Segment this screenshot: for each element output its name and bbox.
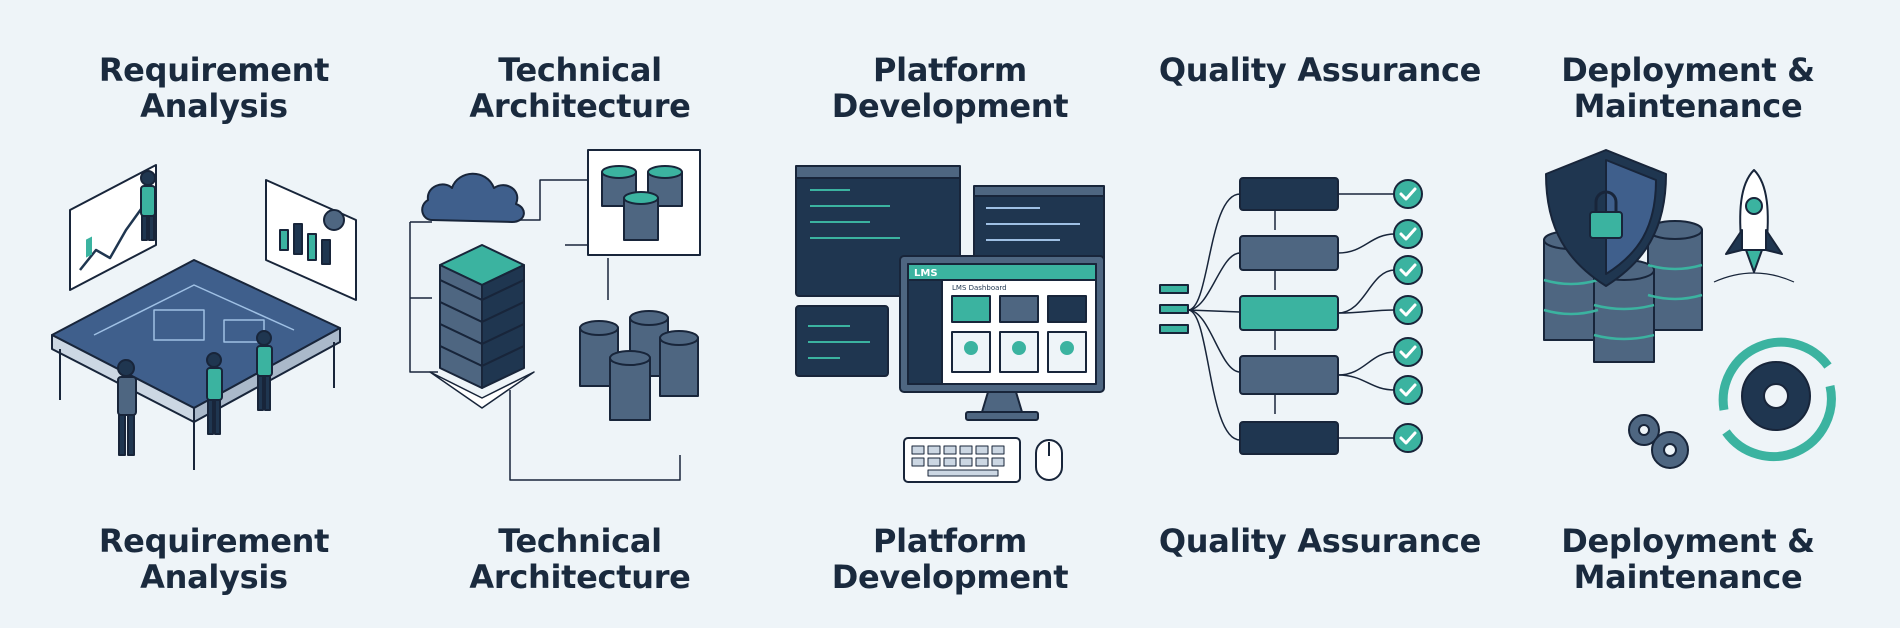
caption-requirement-analysis: Requirement Analysis bbox=[98, 522, 330, 596]
platform-development-illustration: LMS LMS Dashboard bbox=[795, 165, 1105, 483]
requirement-analysis-illustration bbox=[51, 164, 357, 470]
stage-title-platform-development: Platform Development bbox=[831, 51, 1069, 125]
stage-title-deployment-maintenance: Deployment & Maintenance bbox=[1561, 51, 1815, 125]
caption-quality-assurance: Quality Assurance bbox=[1158, 522, 1482, 560]
lms-logo: LMS bbox=[914, 268, 938, 279]
caption-technical-architecture: Technical Architecture bbox=[469, 522, 691, 596]
technical-architecture-illustration bbox=[409, 149, 701, 481]
caption-deployment-maintenance: Deployment & Maintenance bbox=[1561, 522, 1815, 596]
lms-dashboard-heading: LMS Dashboard bbox=[952, 284, 1007, 292]
stage-title-quality-assurance: Quality Assurance bbox=[1158, 51, 1482, 89]
quality-assurance-illustration bbox=[1159, 177, 1423, 455]
caption-platform-development: Platform Development bbox=[831, 522, 1069, 596]
stage-title-technical-architecture: Technical Architecture bbox=[469, 51, 691, 125]
stage-title-requirement-analysis: Requirement Analysis bbox=[98, 51, 330, 125]
deployment-maintenance-illustration bbox=[1543, 149, 1836, 469]
